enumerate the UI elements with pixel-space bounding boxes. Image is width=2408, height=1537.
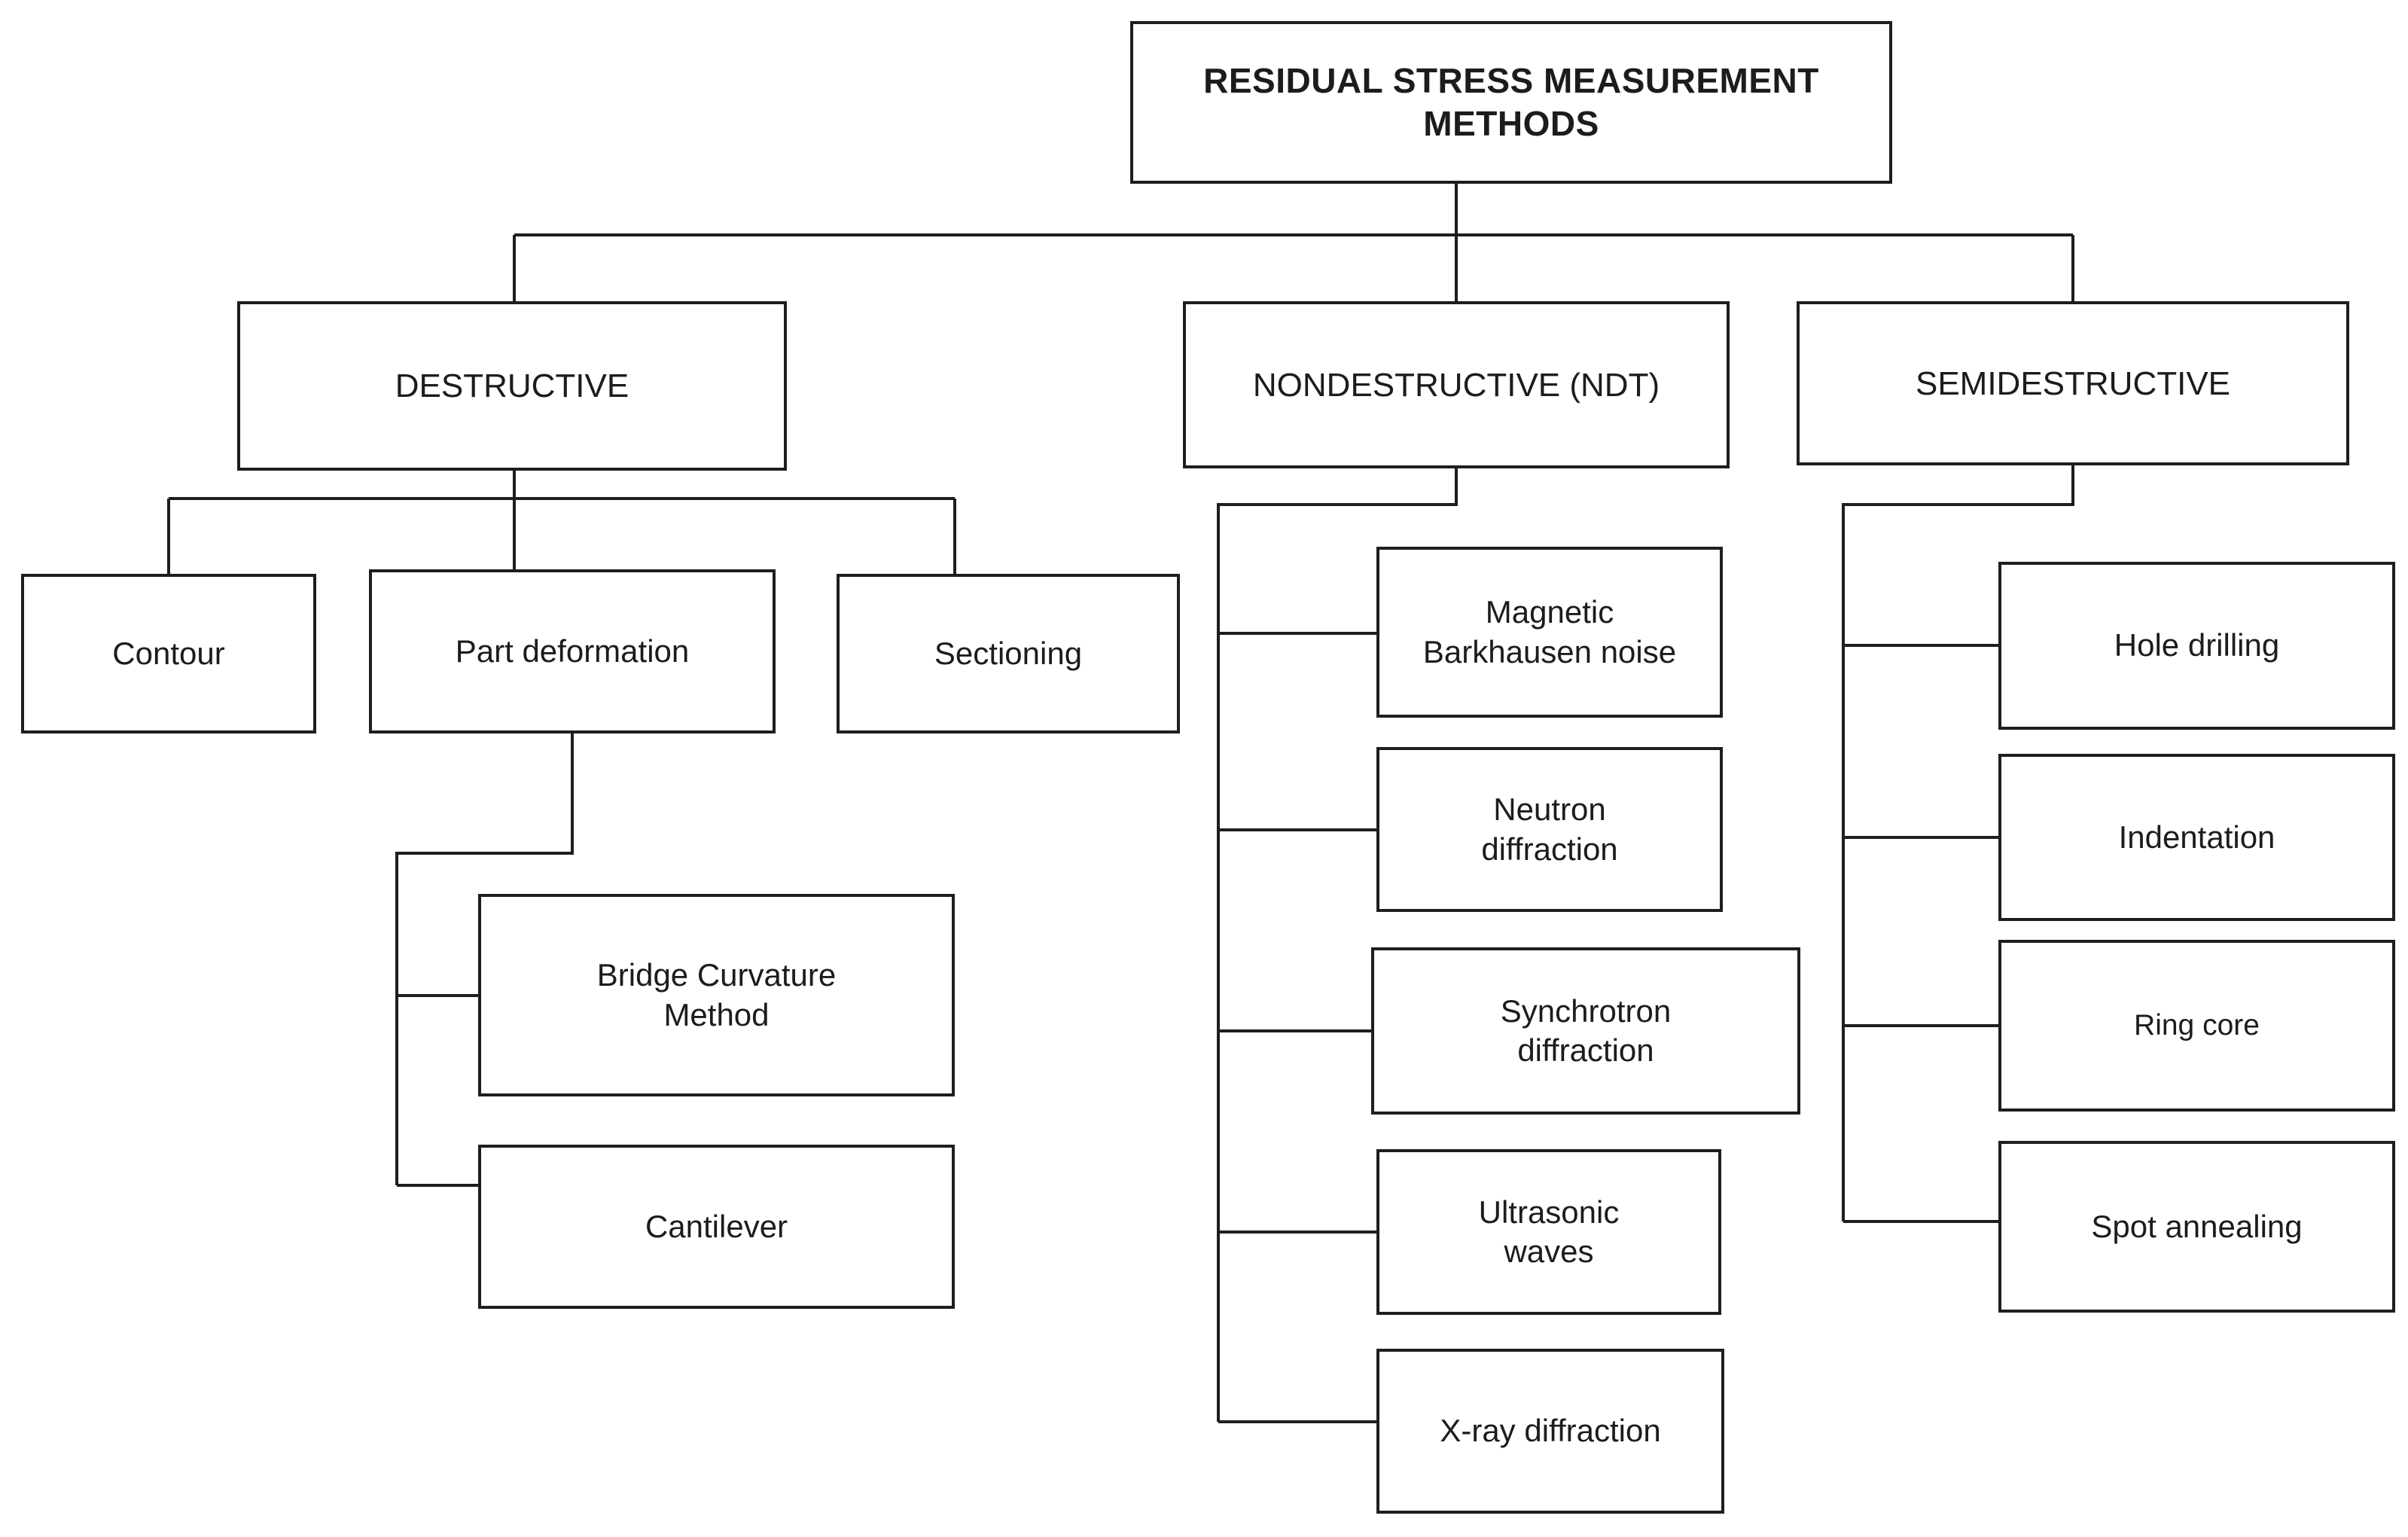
connector-semidestructive-trunk [1842, 465, 2074, 1221]
node-part-deformation-label: Part deformation [455, 633, 690, 669]
node-synchrotron-diffraction-label: Synchrotron diffraction [1500, 993, 1672, 1069]
node-synchrotron-diffraction: Synchrotron diffraction [1371, 947, 1800, 1115]
node-part-deformation: Part deformation [369, 569, 776, 733]
node-neutron-diffraction-label: Neutron diffraction [1481, 791, 1618, 867]
node-ultrasonic-waves-label: Ultrasonic waves [1478, 1194, 1620, 1270]
node-indentation-label: Indentation [2118, 819, 2275, 855]
node-cantilever-label: Cantilever [645, 1208, 788, 1244]
node-xray-diffraction-label: X-ray diffraction [1440, 1413, 1661, 1449]
node-sectioning: Sectioning [837, 574, 1180, 733]
node-hole-drilling-label: Hole drilling [2114, 627, 2280, 663]
node-semidestructive: SEMIDESTRUCTIVE [1797, 301, 2349, 465]
node-magnetic-barkhausen: Magnetic Barkhausen noise [1376, 547, 1723, 718]
node-title-label: RESIDUAL STRESS MEASUREMENT METHODS [1203, 60, 1819, 144]
node-neutron-diffraction: Neutron diffraction [1376, 747, 1723, 912]
node-nondestructive-label: NONDESTRUCTIVE (NDT) [1252, 366, 1660, 404]
connector-part-deformation-trunk [395, 733, 574, 1185]
node-ultrasonic-waves: Ultrasonic waves [1376, 1149, 1721, 1315]
node-magnetic-barkhausen-label: Magnetic Barkhausen noise [1422, 594, 1677, 669]
node-contour-label: Contour [112, 635, 225, 671]
node-xray-diffraction: X-ray diffraction [1376, 1349, 1724, 1514]
node-sectioning-label: Sectioning [934, 635, 1083, 671]
node-hole-drilling: Hole drilling [1998, 562, 2395, 730]
node-indentation: Indentation [1998, 754, 2395, 921]
node-destructive-label: DESTRUCTIVE [395, 367, 629, 404]
node-bridge-curvature: Bridge Curvature Method [478, 894, 955, 1096]
node-spot-annealing-label: Spot annealing [2091, 1208, 2303, 1244]
connector-ndt-trunk [1217, 468, 1458, 1422]
node-ring-core: Ring core [1998, 940, 2395, 1112]
node-ring-core-label: Ring core [2134, 1008, 2260, 1041]
node-bridge-curvature-label: Bridge Curvature Method [596, 957, 837, 1032]
node-destructive: DESTRUCTIVE [237, 301, 787, 471]
node-cantilever: Cantilever [478, 1145, 955, 1309]
node-nondestructive: NONDESTRUCTIVE (NDT) [1183, 301, 1730, 468]
node-title: RESIDUAL STRESS MEASUREMENT METHODS [1130, 21, 1892, 184]
node-contour: Contour [21, 574, 316, 733]
node-spot-annealing: Spot annealing [1998, 1141, 2395, 1313]
node-semidestructive-label: SEMIDESTRUCTIVE [1915, 364, 2231, 402]
